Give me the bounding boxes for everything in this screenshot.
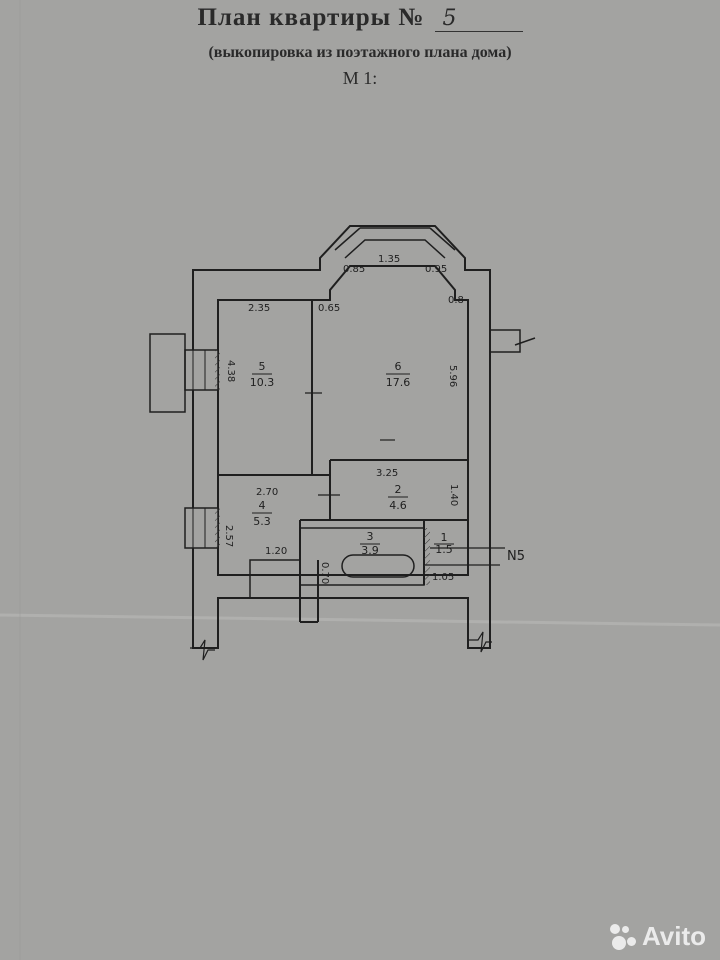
scale-label: М 1:	[342, 68, 378, 88]
svg-text:3.9: 3.9	[361, 544, 379, 557]
bathtub	[341, 554, 415, 578]
document-subtitle: (выкопировка из поэтажного плана дома)	[208, 44, 512, 61]
dim-bay-center: 1.35	[378, 254, 400, 265]
dim-room4-height: 2.57	[223, 525, 234, 547]
room-labels: 510.3 617.6 45.3 24.6 33.9 11.5	[250, 360, 454, 557]
window	[184, 349, 219, 391]
balcony	[149, 333, 186, 413]
svg-text:6: 6	[395, 360, 402, 373]
outer-wall-outline	[192, 225, 491, 649]
avito-watermark: Avito	[609, 921, 706, 952]
svg-text:2: 2	[395, 483, 402, 496]
inner-wall-outline	[217, 265, 469, 576]
floor-plan	[149, 225, 536, 661]
dimension-labels: 2.35 0.65 0.8 0.85 1.35 0.95 4.38 5.96 3…	[223, 254, 525, 584]
room-1-label: 11.5	[434, 531, 454, 556]
dim-wall-offset-left: 0.65	[318, 303, 340, 314]
bay-window	[334, 227, 456, 259]
svg-text:10.3: 10.3	[250, 376, 275, 389]
svg-text:3: 3	[367, 530, 374, 543]
room-6-label: 617.6	[386, 360, 411, 389]
dim-corridor-width: 1.20	[265, 546, 287, 557]
room-5-label: 510.3	[250, 360, 275, 389]
svg-text:5: 5	[259, 360, 266, 373]
dim-wall-offset-right: 0.8	[448, 295, 464, 306]
dim-room4-width: 2.70	[256, 487, 278, 498]
document-title: План квартиры № 5	[0, 4, 720, 32]
apartment-number: 5	[434, 6, 523, 32]
scale-line: М 1:	[0, 68, 720, 89]
dim-wc-width: 1.05	[432, 572, 454, 583]
window	[184, 507, 219, 549]
svg-text:17.6: 17.6	[386, 376, 411, 389]
svg-text:5.3: 5.3	[253, 515, 271, 528]
svg-text:4: 4	[259, 499, 266, 512]
dim-room6-height: 5.96	[447, 365, 458, 387]
svg-text:4.6: 4.6	[389, 499, 407, 512]
room-2-label: 24.6	[388, 483, 408, 512]
dim-bay-right: 0.95	[425, 264, 447, 275]
apartment-marker: N5	[507, 549, 525, 564]
break-line	[468, 631, 492, 653]
dim-hall-width: 3.25	[376, 468, 398, 479]
svg-text:1.5: 1.5	[435, 543, 453, 556]
room-4-label: 45.3	[252, 499, 272, 528]
avito-logo-text: Avito	[641, 921, 706, 951]
avito-logo-icon	[609, 923, 636, 950]
dim-bay-left: 0.85	[343, 264, 365, 275]
room-3-label: 33.9	[360, 530, 380, 557]
dim-room5-height: 4.38	[225, 360, 236, 382]
kitchen-unit	[249, 559, 301, 599]
dim-room5-width: 2.35	[248, 303, 270, 314]
dim-hall-height: 1.40	[448, 484, 459, 506]
break-line	[190, 639, 215, 661]
entrance-arrow	[490, 329, 536, 353]
svg-text:1: 1	[441, 531, 448, 544]
title-text: План квартиры №	[197, 4, 425, 31]
dim-bath-height: 0.70	[319, 562, 330, 584]
